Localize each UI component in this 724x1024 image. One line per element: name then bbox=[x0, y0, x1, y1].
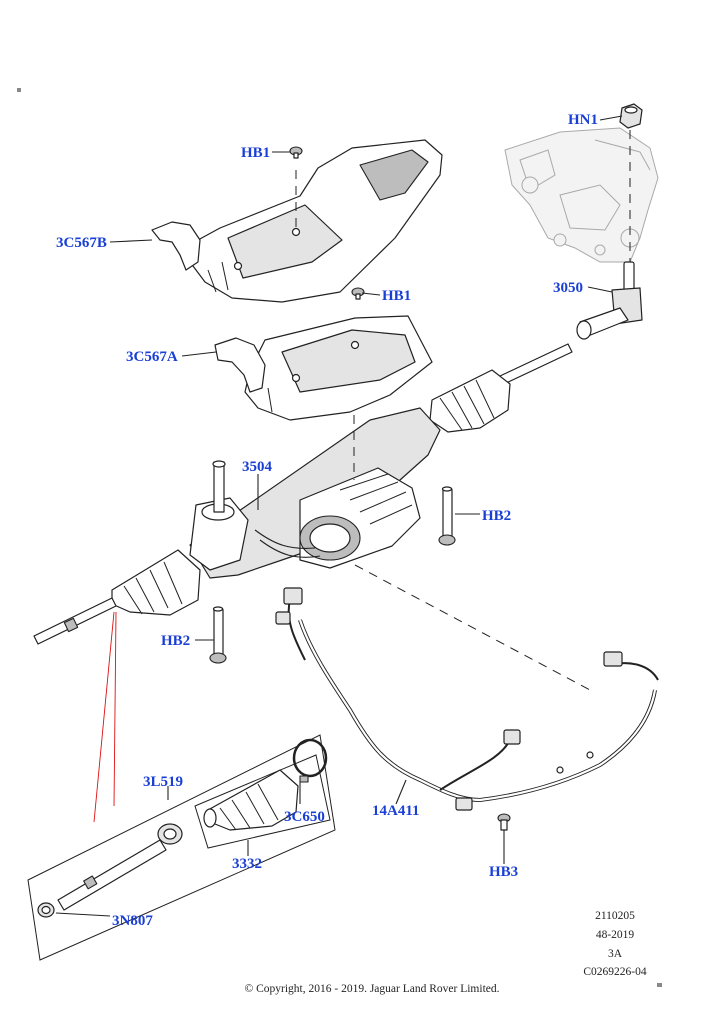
callout-hb1-top[interactable]: HB1 bbox=[241, 145, 270, 161]
corner-mark-bottom-right bbox=[657, 983, 662, 987]
callout-hb2-left[interactable]: HB2 bbox=[161, 633, 190, 649]
tie-rod-end-drawing bbox=[576, 261, 643, 340]
bolt-hb1-top-drawing bbox=[289, 146, 303, 159]
callout-3504[interactable]: 3504 bbox=[242, 459, 273, 475]
callout-3c650[interactable]: 3C650 bbox=[284, 809, 325, 825]
red-guide-line-right bbox=[113, 611, 117, 807]
reference-line-3: 3A bbox=[608, 948, 623, 960]
callout-14a411[interactable]: 14A411 bbox=[372, 803, 420, 819]
heat-shield-upper-drawing bbox=[151, 139, 443, 303]
callout-3c567b[interactable]: 3C567B bbox=[56, 235, 107, 251]
subframe-ghost-drawing bbox=[504, 127, 659, 263]
callout-3l519[interactable]: 3L519 bbox=[143, 774, 183, 790]
heat-shield-lower-drawing bbox=[214, 315, 433, 421]
inner-tie-rod-drawing bbox=[57, 823, 183, 911]
bolt-hb3-drawing bbox=[497, 813, 511, 831]
reference-line-4: C0269226-04 bbox=[583, 966, 647, 978]
callout-hn1[interactable]: HN1 bbox=[568, 112, 598, 128]
nut-hn1-drawing bbox=[619, 103, 643, 129]
boot-drawing bbox=[203, 769, 299, 831]
corner-mark-top-left bbox=[17, 88, 21, 92]
callout-3c567a[interactable]: 3C567A bbox=[126, 349, 178, 365]
callout-3n807[interactable]: 3N807 bbox=[112, 913, 153, 929]
lock-nut-drawing bbox=[37, 902, 55, 918]
callout-hb3[interactable]: HB3 bbox=[489, 864, 518, 880]
bolt-hb2-right-drawing bbox=[438, 486, 456, 546]
callout-3050[interactable]: 3050 bbox=[553, 280, 583, 296]
reference-line-2: 48-2019 bbox=[596, 929, 635, 941]
red-guide-line-left bbox=[93, 611, 115, 823]
wiring-harness-drawing bbox=[275, 587, 659, 811]
dashed-guide-motor-harness bbox=[354, 564, 591, 691]
inner-tie-rod-kit-box bbox=[27, 734, 336, 961]
callout-hb2-right[interactable]: HB2 bbox=[482, 508, 511, 524]
leader-lines bbox=[55, 115, 623, 917]
reference-line-1: 2110205 bbox=[595, 910, 635, 922]
callout-3332[interactable]: 3332 bbox=[232, 856, 262, 872]
bolt-hb2-left-drawing bbox=[209, 606, 227, 664]
copyright-text: © Copyright, 2016 - 2019. Jaguar Land Ro… bbox=[245, 983, 500, 995]
steering-rack-drawing bbox=[33, 343, 573, 645]
callout-hb1-mid[interactable]: HB1 bbox=[382, 288, 411, 304]
bolt-hb1-mid-drawing bbox=[351, 287, 365, 300]
clamp-drawing bbox=[292, 738, 328, 783]
